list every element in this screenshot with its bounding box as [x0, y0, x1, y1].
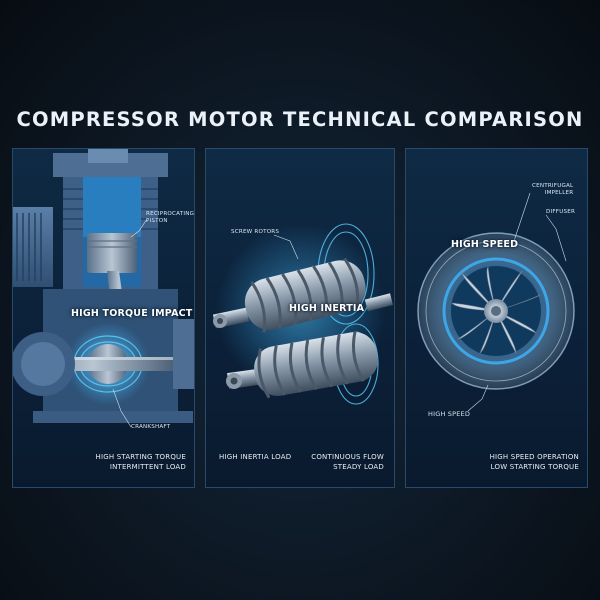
callout-high-speed-bottom: HIGH SPEED	[428, 410, 471, 418]
screw-compressor-illustration	[212, 223, 393, 405]
caption-centrifugal-line2: LOW STARTING TORQUE	[490, 463, 579, 471]
caption-centrifugal-line1: HIGH SPEED OPERATION	[489, 453, 579, 461]
caption-screw-right-line2: STEADY LOAD	[333, 463, 384, 471]
centrifugal-compressor-illustration	[417, 192, 575, 412]
caption-reciprocating: HIGH STARTING TORQUE INTERMITTENT LOAD	[96, 452, 187, 472]
caption-screw-left: HIGH INERTIA LOAD	[219, 453, 292, 461]
caption-screw-right: CONTINUOUS FLOW STEADY LOAD	[311, 452, 384, 472]
caption-reciprocating-line1: HIGH STARTING TORQUE	[95, 453, 186, 461]
callout-diffuser: DIFFUSER	[546, 209, 576, 215]
page-title: COMPRESSOR MOTOR TECHNICAL COMPARISON	[16, 108, 584, 131]
panel-screw: SCREW ROTORS HIGH INERTIA HIGH INERTIA L…	[205, 148, 395, 488]
caption-reciprocating-line2: INTERMITTENT LOAD	[109, 463, 186, 471]
callout-impeller-line2: IMPELLER	[544, 190, 574, 196]
callout-crankshaft: CRANKSHAFT	[131, 424, 171, 430]
callout-piston-line1: RECIPROCATING	[146, 211, 195, 217]
highlight-high-torque-impact: HIGH TORQUE IMPACT	[71, 308, 193, 319]
caption-centrifugal: HIGH SPEED OPERATION LOW STARTING TORQUE	[490, 452, 579, 472]
caption-screw-right-line1: CONTINUOUS FLOW	[311, 453, 384, 461]
callout-impeller-line1: CENTRIFUGAL	[532, 183, 574, 189]
callout-piston-line2: PISTON	[146, 218, 168, 224]
reciprocating-compressor-illustration	[13, 149, 194, 428]
highlight-high-inertia: HIGH INERTIA	[289, 303, 365, 314]
highlight-high-speed-top: HIGH SPEED	[451, 239, 519, 250]
callout-screw-rotors: SCREW ROTORS	[231, 229, 280, 235]
